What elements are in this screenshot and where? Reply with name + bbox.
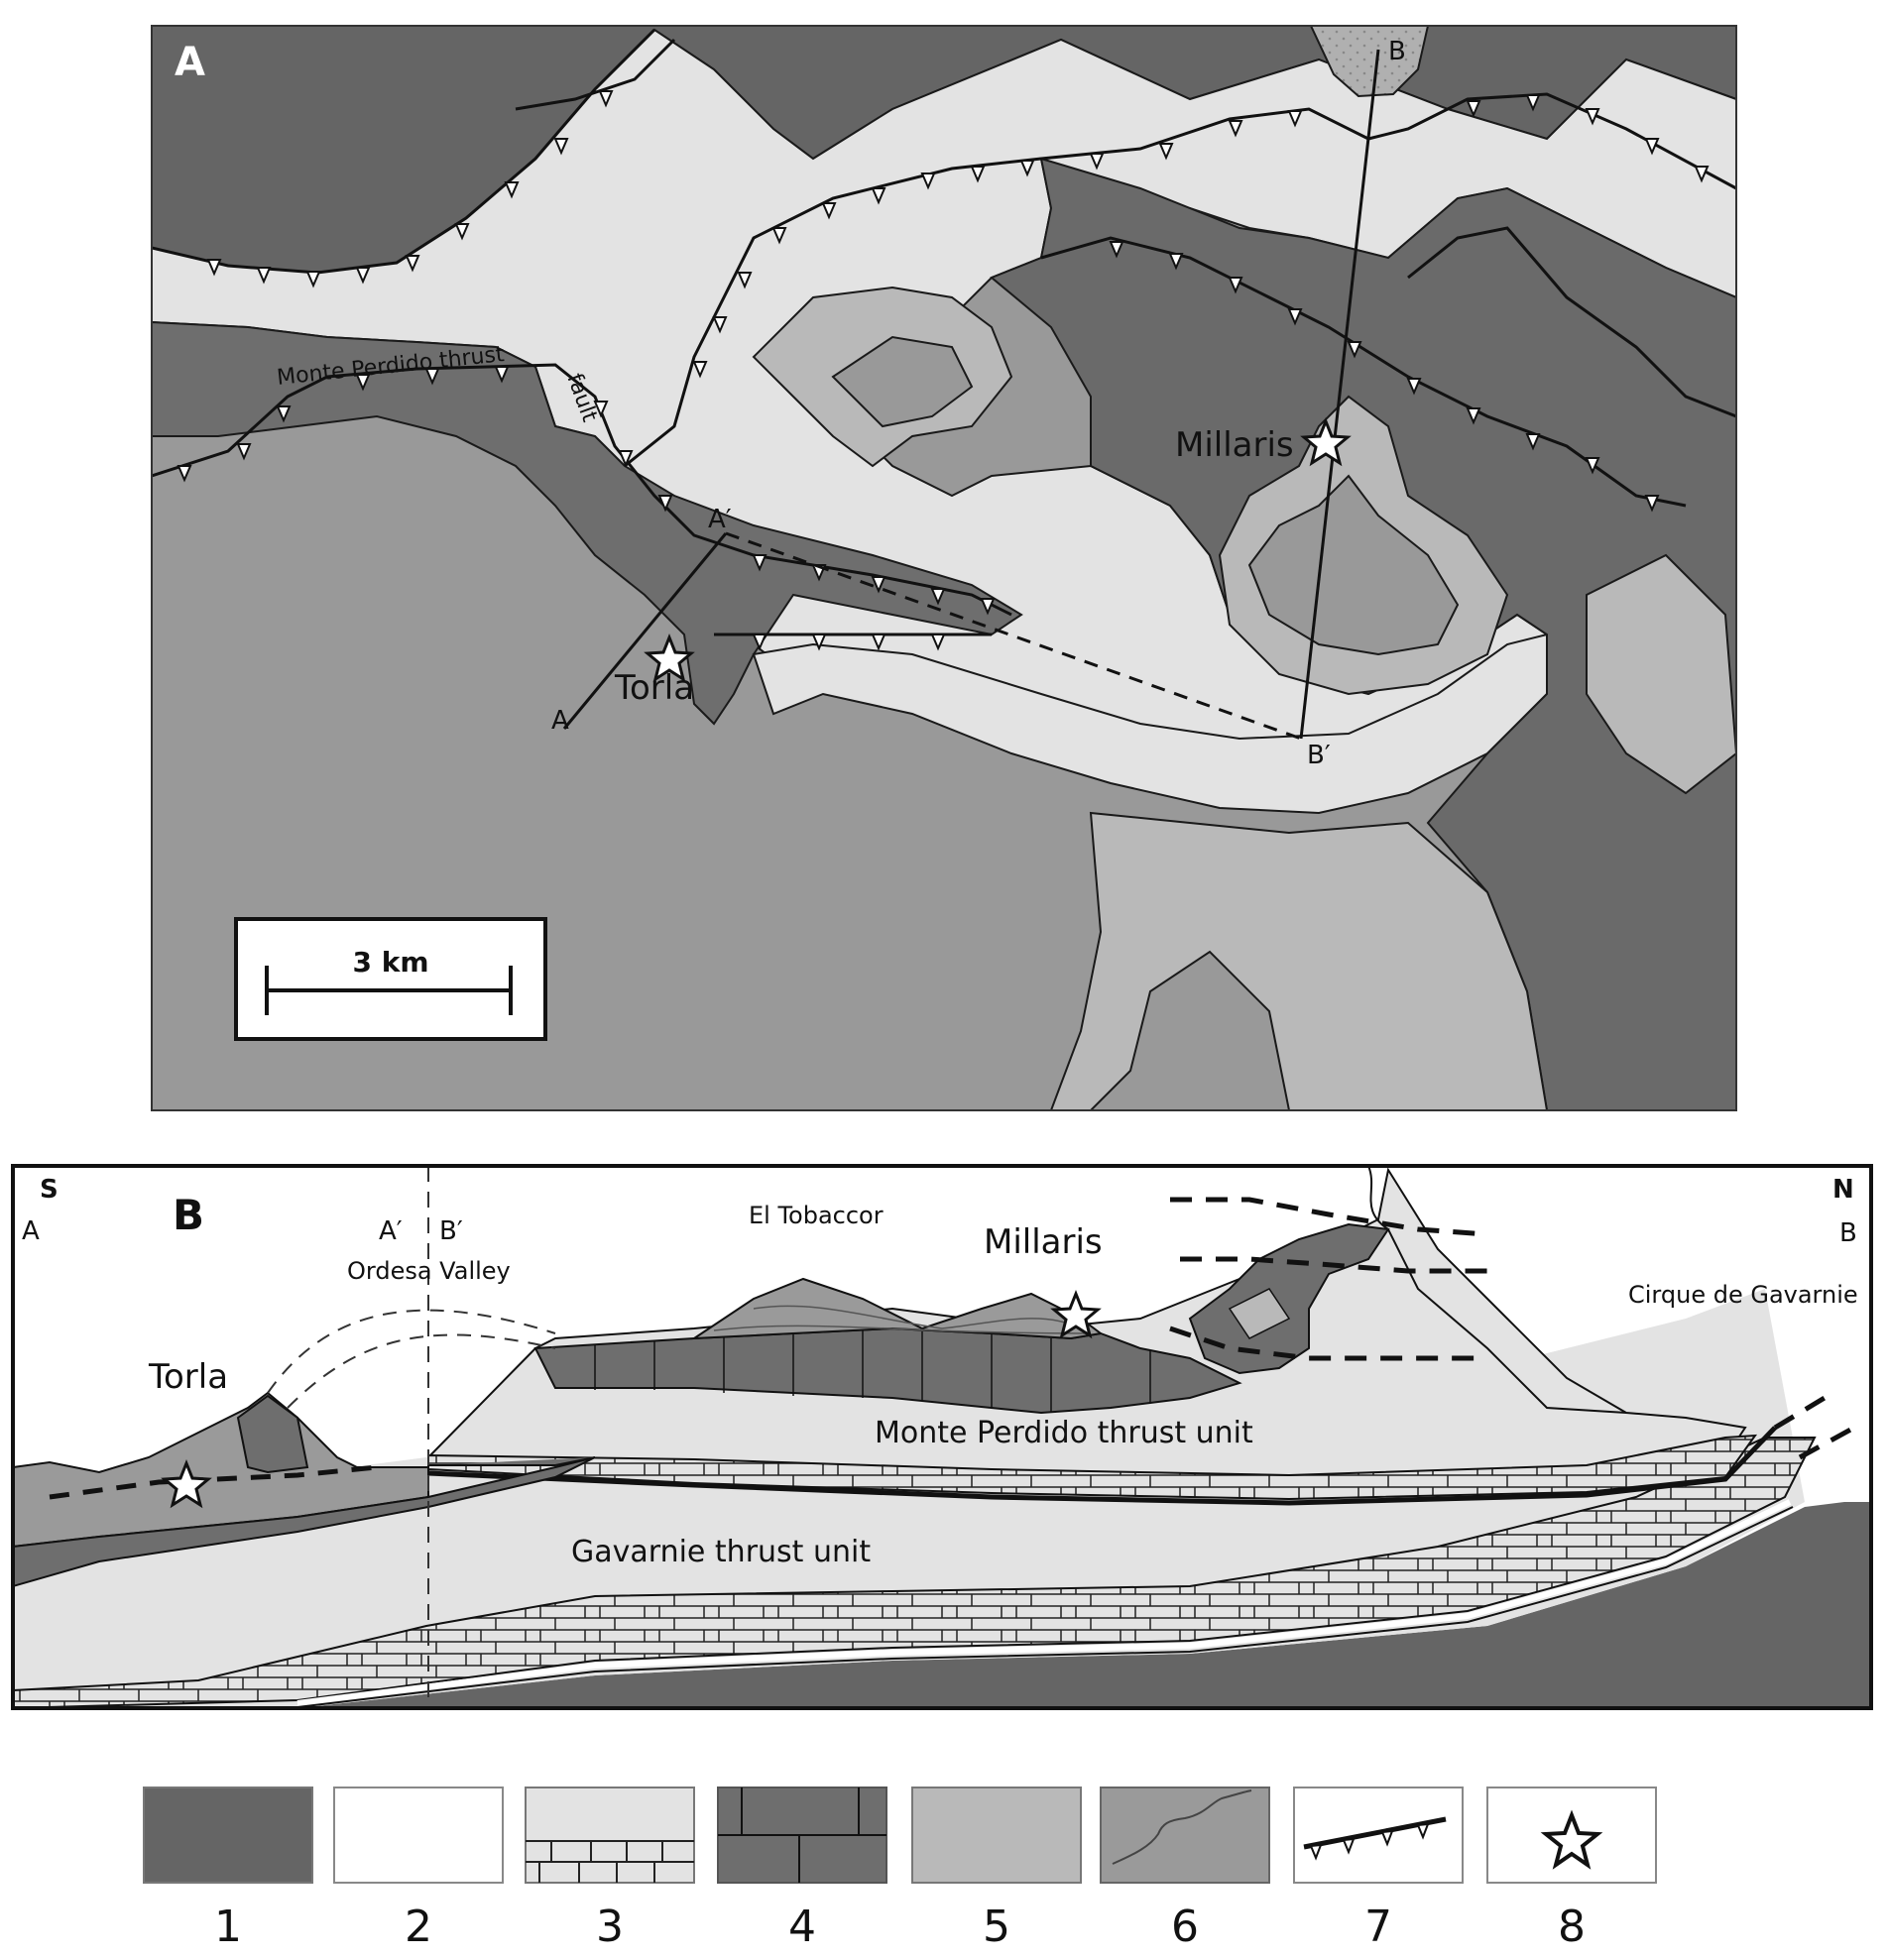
section-millaris-label: Millaris bbox=[984, 1222, 1103, 1262]
legend-swatch-8 bbox=[1486, 1787, 1657, 1884]
section-lower-limestone bbox=[13, 1437, 1817, 1708]
map-unit6-southeast bbox=[1586, 553, 1736, 795]
north-label: N bbox=[1832, 1175, 1854, 1205]
legend-label-5: 5 bbox=[983, 1902, 1010, 1952]
section-torla-label: Torla bbox=[148, 1357, 228, 1397]
legend-label-1: 1 bbox=[214, 1902, 242, 1952]
millaris-star-icon bbox=[1300, 416, 1352, 467]
legend-star-icon bbox=[1540, 1809, 1603, 1870]
legend-label-4: 4 bbox=[788, 1902, 816, 1952]
section-a-prime-label: A′ bbox=[379, 1216, 403, 1246]
legend-label-8: 8 bbox=[1558, 1902, 1586, 1952]
map-panel-a: A Monte Perdido thrust fault Torla Milla… bbox=[152, 26, 1736, 1110]
section-frame bbox=[11, 1164, 1873, 1710]
torla-star-icon bbox=[644, 633, 695, 683]
section-millaris-star-icon bbox=[1050, 1289, 1102, 1339]
legend bbox=[143, 1787, 1657, 1884]
point-b-label: B bbox=[1388, 37, 1406, 66]
legend-swatch-3 bbox=[525, 1787, 695, 1884]
map-unit6-core bbox=[1247, 474, 1460, 656]
legend-swatch-5 bbox=[911, 1787, 1082, 1884]
thrust-faults bbox=[152, 28, 1736, 636]
gavarnie-unit-label: Gavarnie thrust unit bbox=[571, 1535, 871, 1569]
map-klippe-dotted bbox=[1309, 26, 1430, 98]
section-b-prime-label: B′ bbox=[439, 1216, 463, 1246]
legend-swatch-6 bbox=[1100, 1787, 1270, 1884]
torla-label: Torla bbox=[614, 668, 694, 708]
thrust-teeth bbox=[177, 90, 1710, 651]
map-monte-perdido-band bbox=[152, 320, 1023, 726]
section-line-b bbox=[1299, 49, 1380, 740]
point-a-label: A bbox=[551, 706, 569, 736]
section-basement bbox=[13, 1502, 1871, 1708]
cross-section-panel-b: S A B A′ B′ Ordesa Valley El Tobaccor Mi… bbox=[13, 1166, 1871, 1708]
section-end-b-label: B bbox=[1839, 1218, 1857, 1248]
scale-bar-label: 3 km bbox=[352, 946, 428, 979]
legend-label-2: 2 bbox=[405, 1902, 432, 1952]
cirque-de-gavarnie-label: Cirque de Gavarnie bbox=[1628, 1281, 1858, 1309]
south-label: S bbox=[40, 1175, 59, 1205]
torla-detachment bbox=[49, 1464, 378, 1500]
map-unit5-southeast bbox=[1049, 811, 1549, 1110]
map-frame bbox=[151, 25, 1737, 1111]
section-torla-star-icon bbox=[161, 1458, 212, 1509]
section-tobaccor-hill bbox=[690, 1277, 1104, 1340]
monte-perdido-unit-label: Monte Perdido thrust unit bbox=[875, 1416, 1253, 1450]
section-fold bbox=[1188, 1222, 1390, 1375]
point-a-prime-label: A′ bbox=[708, 505, 732, 534]
section-line-a bbox=[562, 532, 728, 730]
section-line-a-b-dashed bbox=[725, 531, 1302, 741]
millaris-label: Millaris bbox=[1175, 425, 1294, 465]
panel-b-label: B bbox=[173, 1191, 204, 1239]
legend-label-7: 7 bbox=[1364, 1902, 1392, 1952]
legend-swatch-4 bbox=[717, 1787, 887, 1884]
shear-zones bbox=[1169, 1197, 1856, 1460]
legend-swatch-7 bbox=[1293, 1787, 1464, 1884]
scale-bar: 3 km bbox=[234, 917, 547, 1041]
point-b-prime-label: B′ bbox=[1307, 741, 1331, 770]
map-unit6-west bbox=[831, 335, 974, 428]
legend-swatch-2 bbox=[333, 1787, 504, 1884]
section-end-a-label: A bbox=[22, 1216, 40, 1246]
legend-swatch-1 bbox=[143, 1787, 313, 1884]
panel-a-label: A bbox=[175, 40, 205, 85]
el-tobaccor-label: El Tobaccor bbox=[749, 1202, 884, 1229]
legend-label-3: 3 bbox=[596, 1902, 624, 1952]
section-lines bbox=[562, 49, 1380, 741]
ordesa-valley-label: Ordesa Valley bbox=[347, 1257, 511, 1285]
legend-label-6: 6 bbox=[1171, 1902, 1199, 1952]
